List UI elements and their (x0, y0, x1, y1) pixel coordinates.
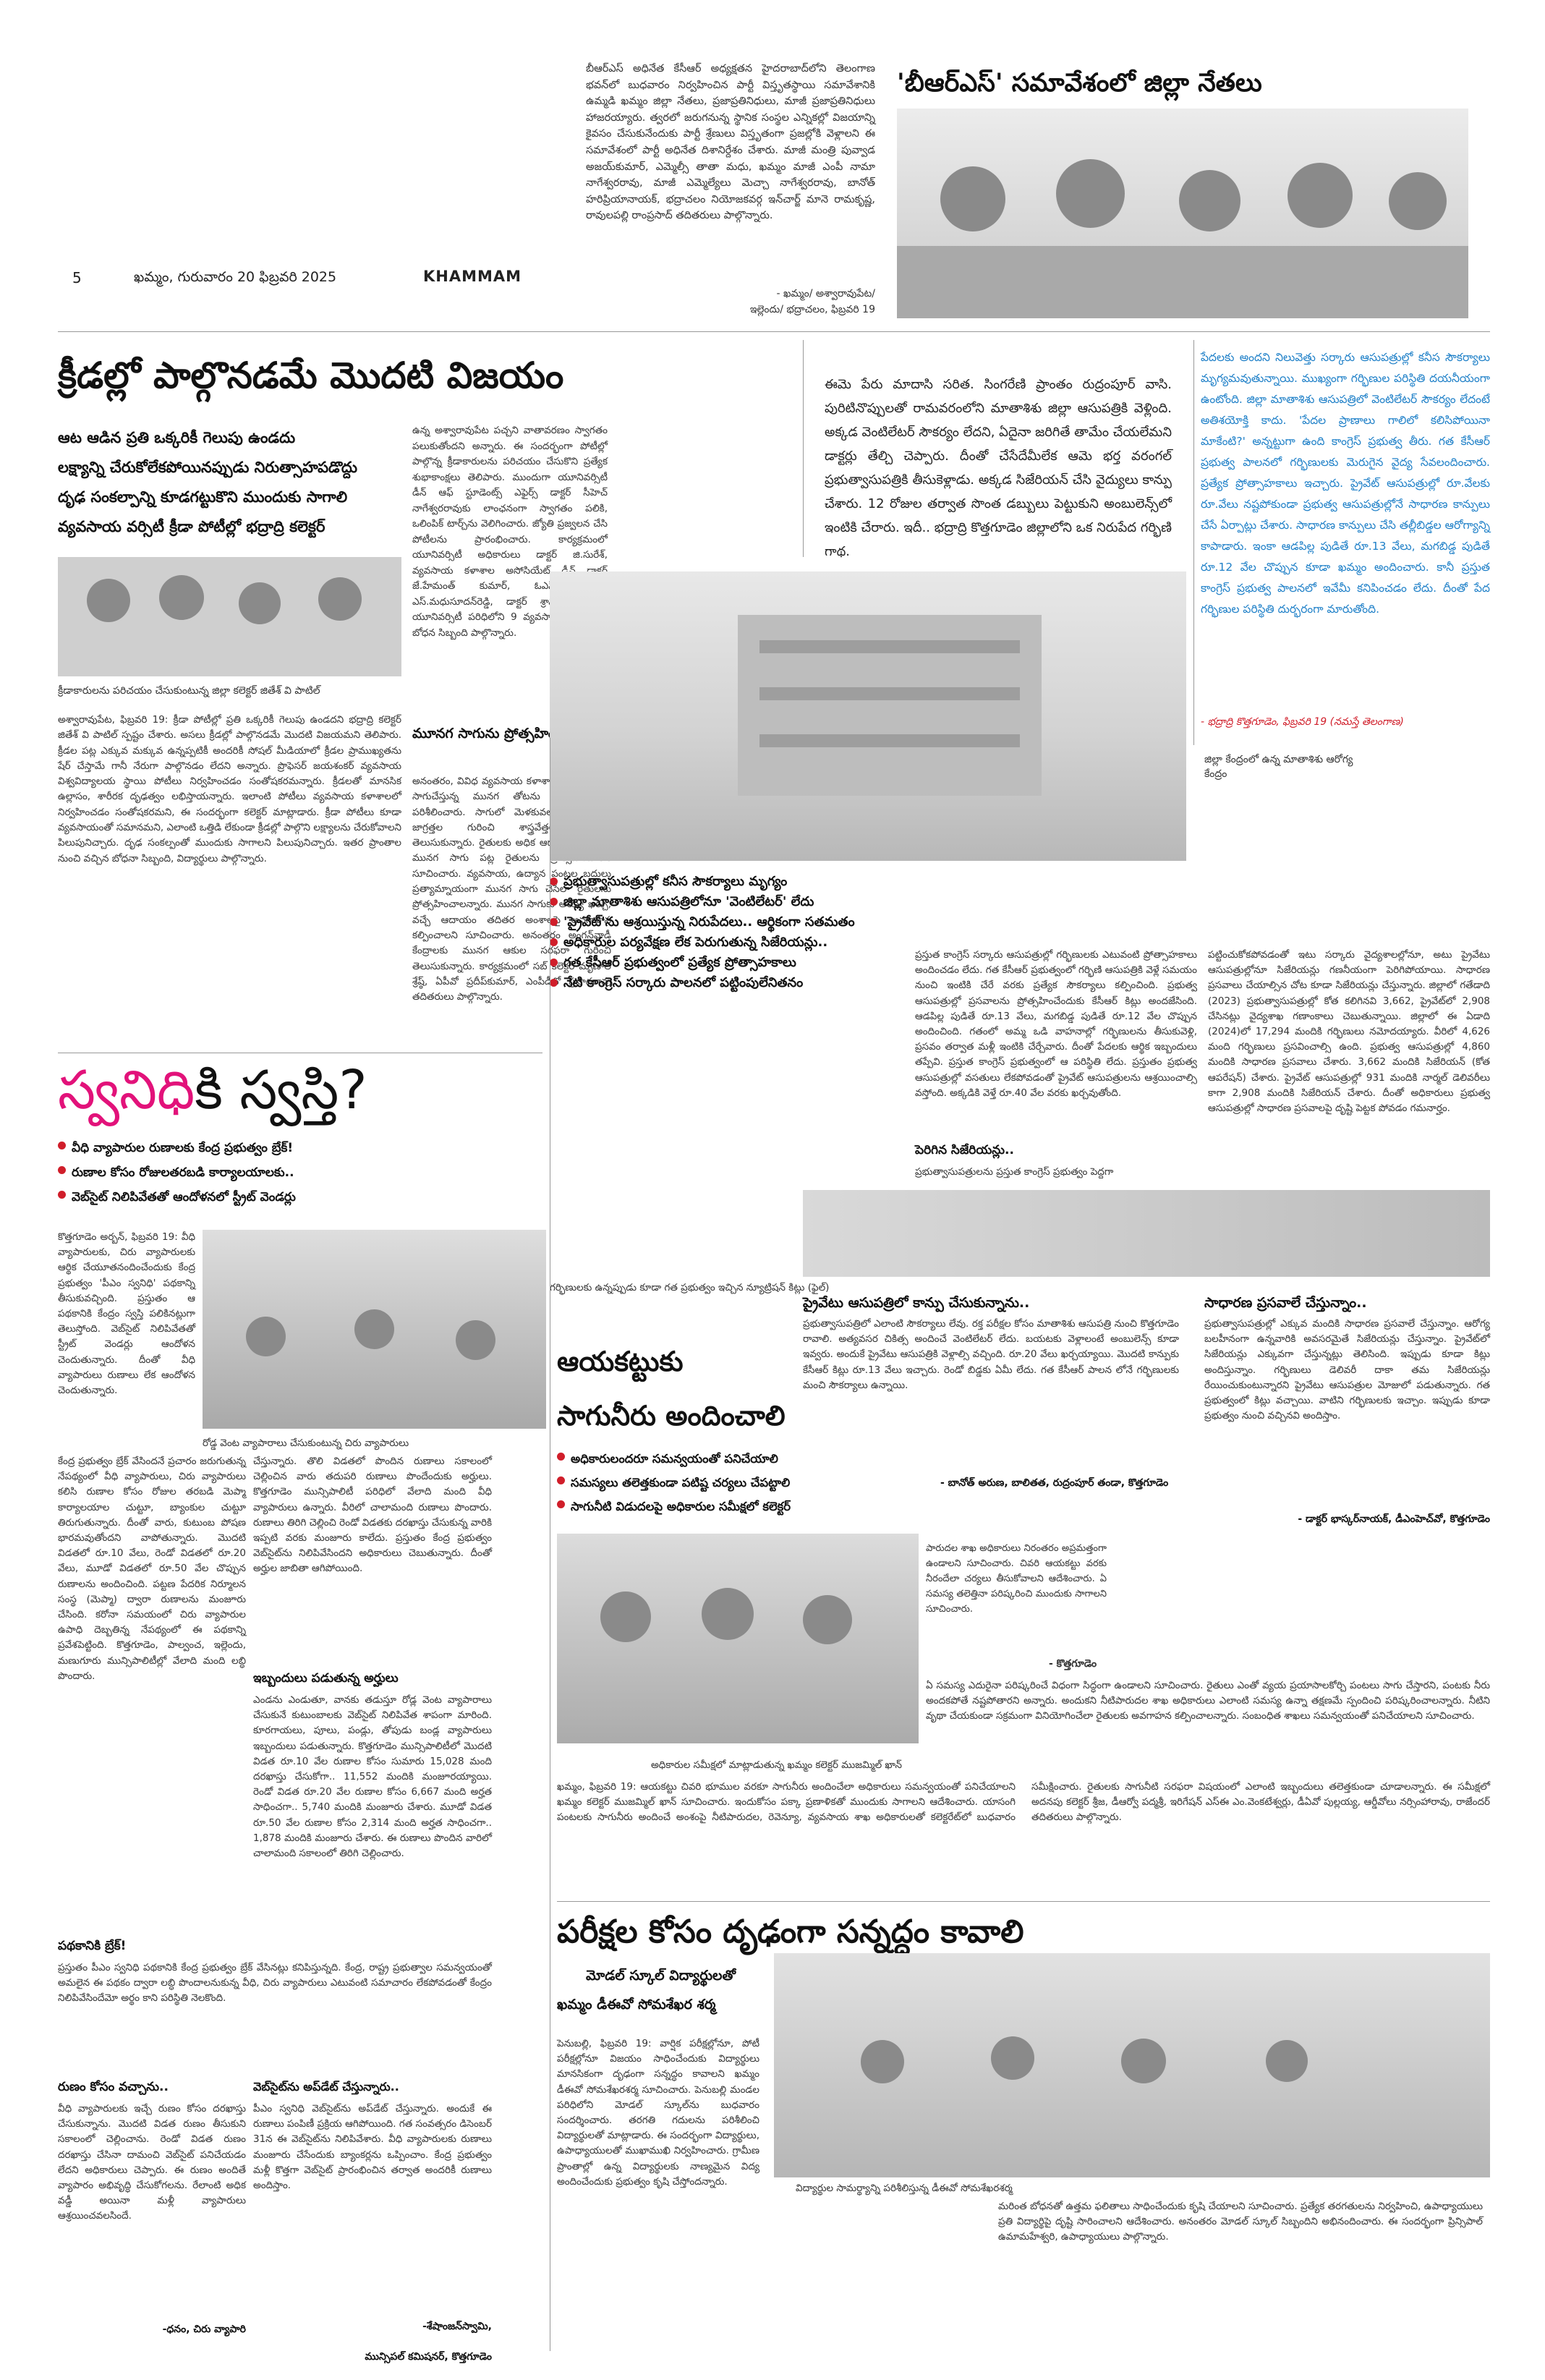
deck-line: దృఢ సంకల్పాన్ని కూడగట్టుకొని ముందుకు సాగ… (58, 488, 348, 506)
bullet-dot-icon (550, 898, 558, 906)
trouble-subhead: ఇబ్బందులు పడుతున్న అర్హులు (253, 1671, 399, 1686)
bullet-item: సాగునీటి విడుదలపై అధికారుల సమీక్షలో కలెక… (557, 1495, 962, 1518)
bullet-item: సమస్యలు తలెత్తకుండా పటిష్ట చర్యలు చేపట్ట… (557, 1471, 962, 1495)
nutrition-kit-caption: గర్భిణులకు ఉన్నప్పుడు కూడా గత ప్రభుత్వం … (550, 1282, 830, 1293)
irrigation-headline-2: సాగునీరు అందించాలి (557, 1400, 786, 1432)
web-credit: -శేషాంజన్‌స్వామి, మున్సిపల్ కమిషనర్, కొత… (253, 2304, 492, 2380)
collector-review-photo (557, 1534, 919, 1743)
sports-deck: ఆట ఆడిన ప్రతి ఒక్కరికీ గెలుపు ఉండదు లక్ష… (58, 423, 412, 542)
exam-photo-caption: విద్యార్థుల సామర్థ్యాన్ని పరిశీలిస్తున్న… (796, 2183, 1013, 2194)
sports-headline: క్రీడల్లో పాల్గొనడమే మొదటి విజయం (58, 354, 564, 396)
exam-deck-1: మోడల్ స్కూల్ విద్యార్థులతో (586, 1968, 736, 1984)
headline-highlight: స్వనిధి (58, 1059, 195, 1121)
bullet-item: ప్రభుత్వాసుపత్రుల్లో కనీస సౌకర్యాలు మృగ్… (550, 872, 1186, 892)
bullet-item: వీధి వ్యాపారుల రుణాలకు కేంద్ర ప్రభుత్వం … (58, 1136, 550, 1160)
irrigation-col-1: పారుదల శాఖ అధికారులు నిరంతరం అప్రమత్తంగా… (926, 1543, 1107, 1615)
brs-story-headline: 'బీఆర్ఎస్' సమావేశంలో జిల్లా నేతలు (897, 69, 1262, 98)
dateline: ఖమ్మం, గురువారం 20 ఫిబ్రవరి 2025 (134, 269, 337, 285)
loan-credit: -ధనం, చిరు వ్యాపారి (162, 2324, 246, 2335)
bullet-dot-icon (557, 1476, 565, 1484)
svanidhi-col-long-1: కేంద్ర ప్రభుత్వం బ్రేక్ వేసిందనే ప్రచారం… (58, 1455, 246, 1682)
irrigation-bullets: అధికారులందరూ సమన్వయంతో పనిచేయాలి సమస్యలు… (557, 1447, 962, 1518)
sports-col1-body: అశ్వారావుపేట, ఫిబ్రవరి 19: క్రీడా పోటీల్… (58, 714, 401, 864)
bullet-item: గత కేసీఆర్ ప్రభుత్వంలో ప్రత్యేక ప్రోత్సా… (550, 953, 1186, 973)
credit-line: - ఖమ్మం/ అశ్వారావుపేట/ (776, 288, 875, 299)
maternity-col-a: ప్రస్తుత కాంగ్రెస్ సర్కారు ఆసుపత్రుల్లో … (915, 949, 1197, 1099)
credit-line: -శేషాంజన్‌స్వామి, (422, 2321, 492, 2332)
loan-subhead: రుణం కోసం వచ్చాను.. (58, 2080, 169, 2094)
bullet-dot-icon (557, 1500, 565, 1508)
maternity-col-a-subhead: పెరిగిన సిజేరియన్లు.. (915, 1143, 1014, 1157)
brs-story-body: బీఆర్ఎస్ అధినేత కేసీఆర్ అధ్యక్షతన హైదరాబ… (586, 63, 875, 222)
irrigation-col-2: ఏ సమస్య ఎదురైనా పరిష్కరించే విధంగా సిద్ధ… (926, 1680, 1490, 1722)
maternity-col-a-tail: ప్రభుత్వాసుపత్రులను ప్రస్తుత కాంగ్రెస్ ప… (915, 1166, 1114, 1178)
exam-deck-2: ఖమ్మం డీఈవో సోమశేఖర శర్మ (557, 1997, 716, 2013)
bullet-dot-icon (550, 918, 558, 926)
maternity-intro: ఈమె పేరు మాదాసి సరిత. సింగరేణి ప్రాంతం ర… (825, 377, 1172, 559)
bullet-dot-icon (550, 938, 558, 946)
nutrition-kit-photo (803, 1190, 1490, 1277)
exam-headline: పరీక్షల కోసం దృఢంగా సన్నద్ధం కావాలి (557, 1913, 1024, 1950)
brs-meeting-photo (897, 109, 1468, 318)
bullet-dot-icon (550, 979, 558, 987)
svanidhi-headline: స్వనిధికి స్వస్తి? (58, 1058, 367, 1123)
maternity-bullets: ప్రభుత్వాసుపత్రుల్లో కనీస సౌకర్యాలు మృగ్… (550, 872, 1186, 993)
exam-col-1: పెనుబల్లి, ఫిబ్రవరి 19: వార్షిక పరీక్షల్… (557, 2038, 759, 2188)
maternity-callout: పేదలకు అందని నిలువెత్తు సర్కారు ఆసుపత్రు… (1201, 351, 1490, 616)
bullet-item: అధికారుల పర్యవేక్షణ లేక పెరుగుతున్న సిజే… (550, 932, 1186, 953)
credit-line: మున్సిపల్ కమిషనర్, కొత్తగూడెం (365, 2351, 492, 2363)
bullet-item: రుణాల కోసం రోజులతరబడి కార్యాలయాలకు.. (58, 1160, 550, 1185)
street-vendors-photo (203, 1230, 546, 1429)
private-body: ప్రభుత్వాసుపత్రిలో ఎలాంటి సౌకర్యాలు లేవు… (803, 1318, 1179, 1391)
normal-credit: - డాక్టర్ భాస్కర్‌నాయక్, డీఎంహెచ్‌వో, కొ… (1298, 1513, 1490, 1525)
loan-body: వీధి వ్యాపారులకు ఇచ్చే రుణం కోసం దరఖాస్త… (58, 2103, 246, 2222)
bullet-dot-icon (550, 959, 558, 966)
deck-line: ఆట ఆడిన ప్రతి ఒక్కరికీ గెలుపు ఉండదు (58, 429, 296, 446)
normal-body: ప్రభుత్వాసుపత్రుల్లో ఎక్కువ మందికి సాధార… (1204, 1318, 1490, 1422)
exam-col-2: మరింత బోధనతో ఉత్తమ ఫలితాలు సాధించేందుకు … (998, 2201, 1483, 2243)
svanidhi-bullets: వీధి వ్యాపారుల రుణాలకు కేంద్ర ప్రభుత్వం … (58, 1136, 550, 1210)
break-body: ప్రస్తుతం పీఎం స్వనిధి పథకానికి కేంద్ర ప… (58, 1962, 492, 2005)
bullet-dot-icon (557, 1453, 565, 1461)
page-number: 5 (72, 269, 82, 286)
hospital-photo-caption: జిల్లా కేంద్రంలో ఉన్న మాతాశిశు ఆరోగ్య కే… (1204, 754, 1353, 780)
bullet-dot-icon (58, 1166, 66, 1174)
irrigation-headline-1: ఆయకట్టుకు (557, 1346, 684, 1377)
normal-subhead: సాధారణ ప్రసవాలే చేస్తున్నాం.. (1204, 1295, 1367, 1311)
brs-story-credit: - ఖమ్మం/ అశ్వారావుపేట/ ఇల్లెందు/ భద్రాచల… (586, 286, 875, 318)
bullet-dot-icon (550, 877, 558, 885)
web-subhead: వెబ్‌సైట్‌ను అప్‌డేట్ చేస్తున్నారు.. (253, 2080, 399, 2094)
bullet-item: జిల్లా మాతాశిశు ఆసుపత్రిలోనూ 'వెంటిలేటర్… (550, 892, 1186, 912)
headline-rest: కి స్వస్తి? (195, 1059, 367, 1121)
hospital-photo (550, 571, 1186, 861)
svanidhi-col-long-2: చేస్తున్నారు. తొలి విడతలో పొందిన రుణాలు … (253, 1455, 492, 1575)
private-credit: - బానోత్ అరుణ, బాలితత, రుద్రంపూర్ తండా, … (940, 1477, 1169, 1489)
web-body: పీఎం స్వనిధి వెబ్‌సైట్‌ను అప్‌డేట్ చేస్త… (253, 2103, 492, 2192)
trouble-body: ఎండను ఎండుతూ, వానకు తడుస్తూ రోడ్ల వెంట వ… (253, 1694, 492, 1860)
deck-line: వ్యవసాయ వర్సిటీ క్రీడా పోటీల్లో భద్రాద్ర… (58, 518, 325, 535)
svanidhi-col1: కొత్తగూడెం అర్బన్, ఫిబ్రవరి 19: వీధి వ్య… (58, 1231, 195, 1397)
street-vendors-caption: రోడ్డ వెంట వ్యాపారాలు చేసుకుంటున్న చిరు … (203, 1437, 409, 1449)
sports-subhead: మూనగ సాగును ప్రోత్సహించండి.. (412, 726, 594, 741)
bullet-item: 'ప్రైవేట్'ను ఆశ్రయిస్తున్న నిరుపేదలు.. ఆ… (550, 912, 1186, 932)
sports-photo-caption: క్రీడాకారులను పరిచయం చేసుకుంటున్న జిల్లా… (58, 685, 320, 697)
sports-photo (58, 557, 401, 676)
break-subhead: పథకానికి బ్రేక్! (58, 1939, 127, 1953)
deck-line: లక్ష్యాన్ని చేరుకోలేకపోయినప్పుడు నిరుత్స… (58, 459, 357, 476)
edition-name: KHAMMAM (423, 268, 522, 285)
bullet-item: అధికారులందరూ సమన్వయంతో పనిచేయాలి (557, 1447, 962, 1471)
irrigation-place: - కొత్తగూడెం (1049, 1658, 1097, 1670)
sports-col2-top: ఉన్న అశ్వారావుపేట పచ్చని వాతావరణం స్వాగత… (412, 425, 608, 639)
maternity-callout-credit: - భద్రాద్రి కొత్తగూడెం, ఫిబ్రవరి 19 (నమస… (1201, 716, 1404, 728)
collector-review-caption: అధికారుల సమీక్షలో మాట్లాడుతున్న ఖమ్మం కల… (651, 1759, 902, 1771)
bullet-item: నేటి కాంగ్రెస్ సర్కారు పాలనలో పట్టింపులే… (550, 973, 1186, 993)
maternity-col-b: పట్టించుకోకపోవడంతో ఇటు సర్కారు వైద్యశాలల… (1208, 949, 1490, 1115)
credit-line: ఇల్లెందు/ భద్రాచలం, ఫిబ్రవరి 19 (749, 304, 875, 315)
bullet-dot-icon (58, 1191, 66, 1199)
exam-photo (774, 1953, 1490, 2177)
irrigation-bottom: ఖమ్మం, ఫిబ్రవరి 19: ఆయకట్టు చివరి భూముల … (557, 1781, 1490, 1824)
bullet-dot-icon (58, 1142, 66, 1149)
bullet-item: వెబ్‌సైట్ నిలిపివేతతో ఆందోళనలో స్ట్రీట్ … (58, 1185, 550, 1210)
private-subhead: ప్రైవేటు ఆసుపత్రిలో కాన్పు చేసుకున్నాను.… (803, 1295, 1030, 1311)
